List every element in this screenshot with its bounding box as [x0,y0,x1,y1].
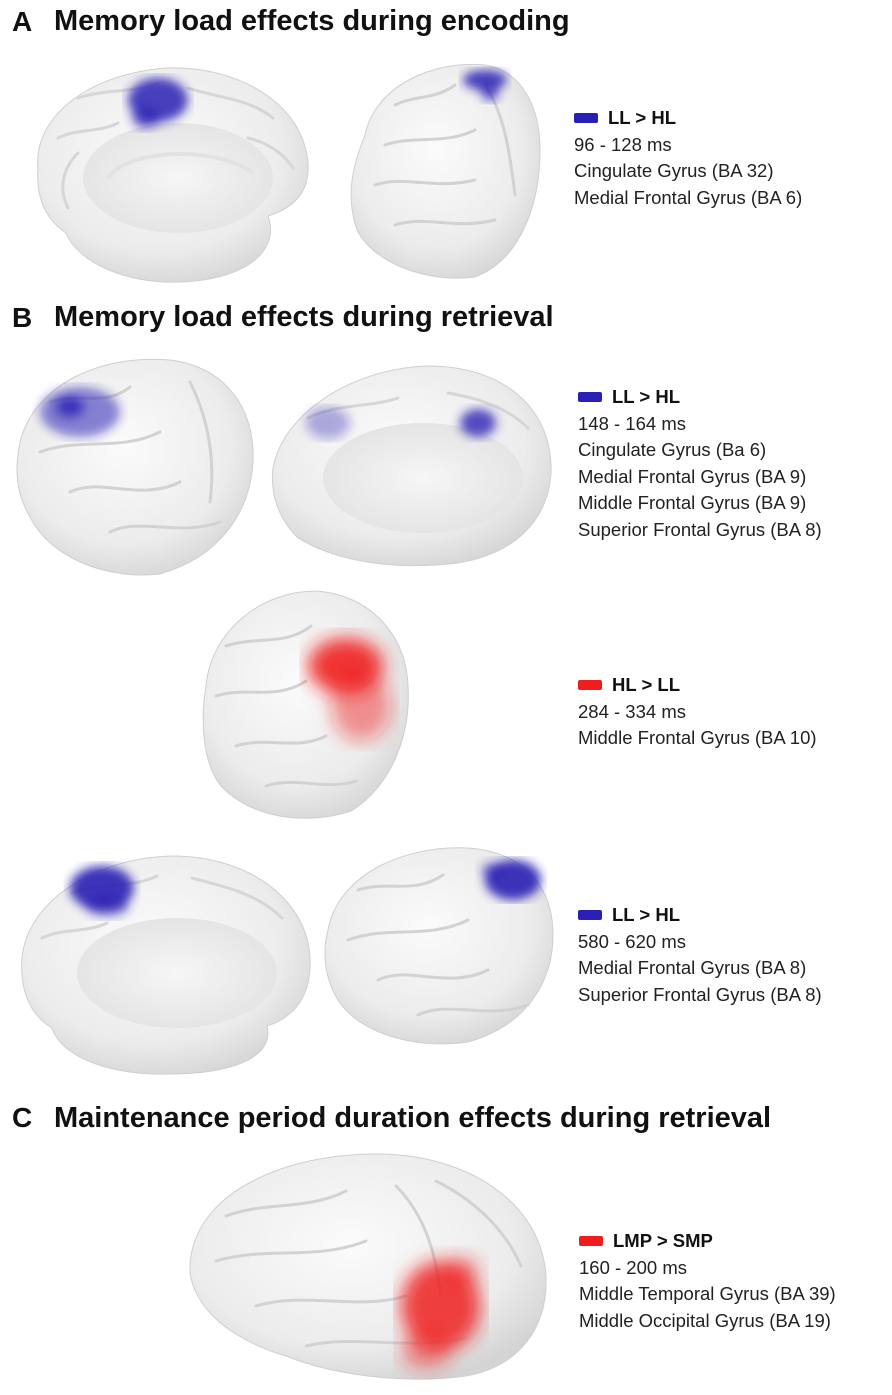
legend-c1-time: 160 - 200 ms [579,1256,687,1278]
legend-b3: LL > HL 580 - 620 ms Medial Frontal Gyru… [578,902,822,1008]
brain-b3-medial [21,855,311,1075]
legend-a1-contrast: LL > HL [608,107,677,128]
brain-a-medial [37,67,309,283]
brain-a-lateral [350,63,541,279]
legend-c1-swatch [579,1236,603,1247]
legend-b3-time: 580 - 620 ms [578,930,686,952]
legend-b1: LL > HL 148 - 164 ms Cingulate Gyrus (Ba… [578,384,822,543]
brain-b1-medial [271,365,552,567]
legend-b1-region: Middle Frontal Gyrus (BA 9) [578,492,807,513]
legend-b1-contrast: LL > HL [612,386,681,407]
legend-b3-region: Superior Frontal Gyrus (BA 8) [578,983,822,1005]
panel-b-letter: B [12,302,33,333]
panel-c-title: Maintenance period duration effects duri… [54,1102,772,1134]
legend-a1-region: Medial Frontal Gyrus (BA 6) [574,186,803,208]
legend-c1-contrast: LMP > SMP [613,1230,713,1251]
legend-b3-swatch [578,910,602,921]
legend-c1-region: Middle Temporal Gyrus (BA 39) [579,1283,836,1304]
legend-b1-swatch [578,392,602,403]
legend-b1-region: Medial Frontal Gyrus (BA 9) [578,465,807,487]
legend-a1: LL > HL 96 - 128 ms Cingulate Gyrus (BA … [574,105,802,211]
legend-c1-region: Middle Occipital Gyrus (BA 19) [579,1309,831,1331]
panel-a-letter: A [12,6,33,37]
legend-c1: LMP > SMP 160 - 200 ms Middle Temporal G… [579,1228,836,1334]
legend-b3-contrast: LL > HL [612,904,681,925]
brain-b2-frontal [202,590,409,819]
legend-b1-region: Superior Frontal Gyrus (BA 8) [578,518,822,540]
legend-b2-time: 284 - 334 ms [578,700,686,722]
legend-a1-region: Cingulate Gyrus (BA 32) [574,160,774,181]
legend-b1-region: Cingulate Gyrus (Ba 6) [578,439,767,460]
panel-c-letter: C [12,1102,33,1133]
brain-c-lateral [189,1153,547,1380]
brain-b3-lateral [324,847,554,1045]
legend-b2-contrast: HL > LL [612,674,681,695]
brain-b1-lateral [16,358,254,576]
panel-a-title: Memory load effects during encoding [54,5,570,37]
legend-b2-region: Middle Frontal Gyrus (BA 10) [578,727,817,748]
legend-a1-time: 96 - 128 ms [574,133,672,155]
legend-b2-swatch [578,680,602,691]
panel-b-title: Memory load effects during retrieval [54,301,554,333]
legend-b3-region: Medial Frontal Gyrus (BA 8) [578,957,807,978]
legend-b1-time: 148 - 164 ms [578,412,686,434]
legend-b2: HL > LL 284 - 334 ms Middle Frontal Gyru… [578,672,817,752]
legend-a1-swatch [574,113,598,124]
